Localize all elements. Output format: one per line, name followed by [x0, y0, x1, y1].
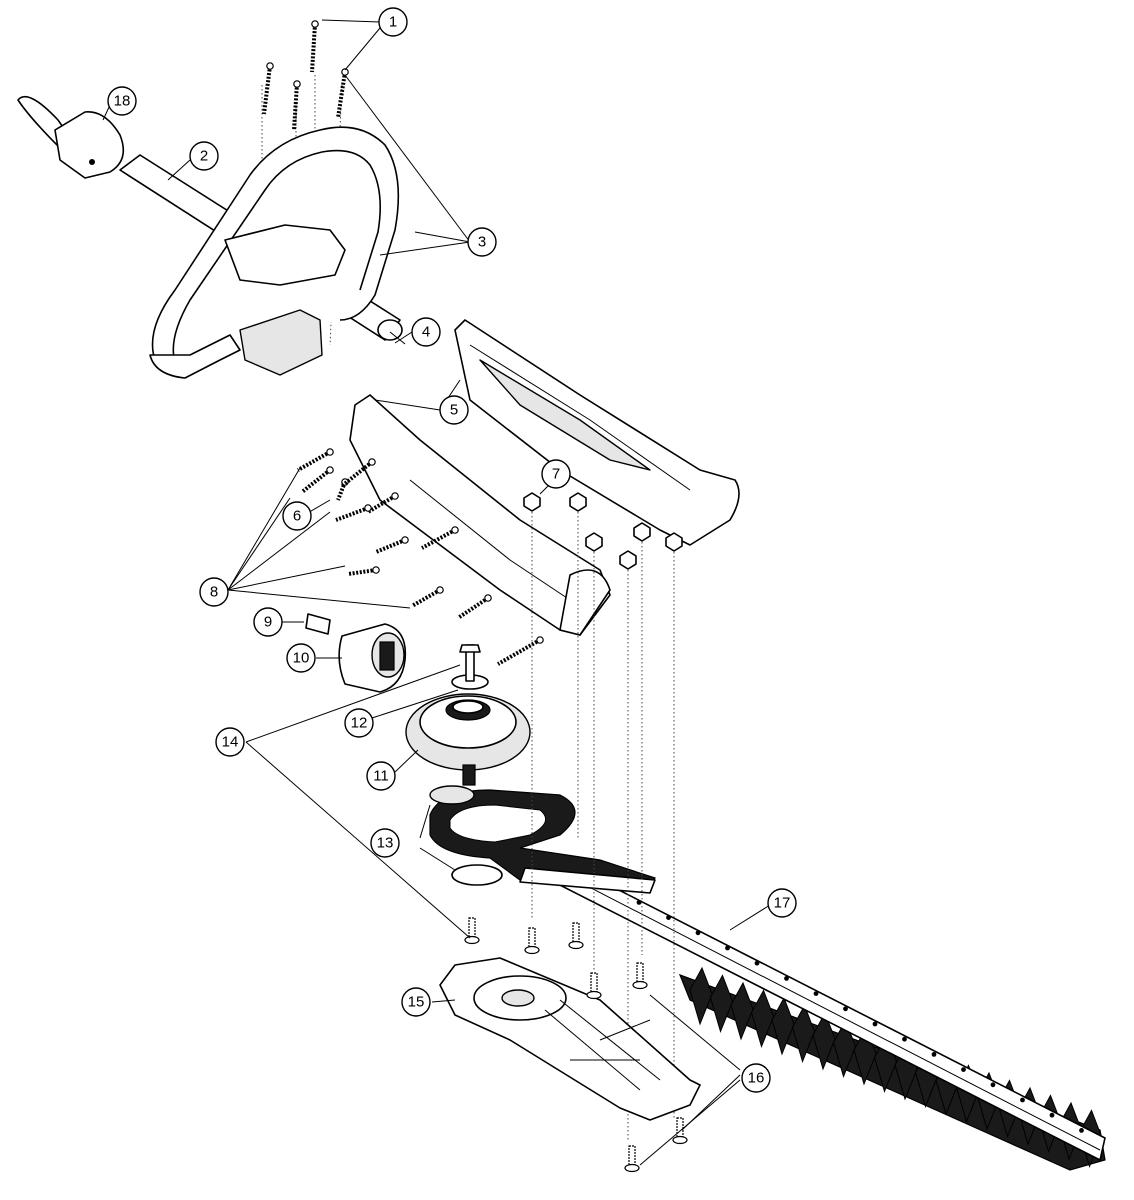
callout-18: 18	[107, 86, 137, 116]
blade-tooth	[730, 981, 754, 1041]
bolt	[624, 1145, 640, 1173]
blade-hole	[872, 1021, 878, 1027]
nuts	[523, 492, 683, 570]
svg-text:12: 12	[351, 715, 368, 732]
screw	[340, 458, 376, 488]
callout-12: 12	[344, 708, 374, 738]
blade-hole	[902, 1036, 907, 1042]
screw	[421, 526, 459, 550]
blade-hole	[1049, 1112, 1055, 1118]
screw	[297, 448, 334, 472]
svg-text:5: 5	[450, 402, 458, 419]
blade-hole	[990, 1082, 996, 1088]
blade-hole	[666, 915, 671, 920]
callout-8: 8	[199, 577, 229, 607]
callout-14: 14	[215, 727, 245, 757]
callouts: 1 2 3 4 5 6 7 8 9 10 11 12 13 14 15 16 1…	[107, 7, 797, 1093]
screw	[300, 466, 334, 494]
callout-9: 9	[253, 607, 283, 637]
blade-tooth	[750, 989, 775, 1049]
callout-11: 11	[366, 761, 396, 791]
callout-3: 3	[467, 227, 497, 257]
gearbox-housing	[349, 319, 740, 636]
housing-screws	[297, 448, 544, 666]
bolt	[464, 917, 480, 945]
callout-5: 5	[439, 395, 469, 425]
cover-bolts	[464, 917, 688, 1173]
svg-text:14: 14	[222, 734, 239, 751]
callout-13: 13	[370, 828, 400, 858]
svg-text:16: 16	[748, 1070, 765, 1087]
blade-hole	[695, 930, 701, 936]
blade-hole	[843, 1006, 848, 1012]
screw	[336, 68, 349, 119]
blade-hole	[784, 976, 789, 981]
callout-15: 15	[401, 987, 431, 1017]
callout-2: 2	[189, 141, 219, 171]
bottom-cover	[439, 957, 701, 1121]
screw	[335, 504, 372, 522]
gasket-plate	[429, 785, 656, 894]
blade-hole	[725, 945, 730, 951]
bolt	[524, 927, 540, 955]
svg-text:18: 18	[114, 93, 131, 110]
screw	[310, 20, 319, 73]
svg-text:6: 6	[293, 508, 301, 525]
bolt	[568, 922, 584, 950]
screw	[497, 636, 544, 666]
svg-text:7: 7	[552, 466, 560, 483]
screw	[366, 492, 399, 514]
screw	[375, 536, 409, 554]
svg-text:15: 15	[408, 994, 425, 1011]
svg-text:2: 2	[200, 148, 208, 165]
svg-text:1: 1	[389, 14, 397, 31]
hedge-blade	[549, 859, 1106, 1171]
svg-text:3: 3	[478, 234, 486, 251]
svg-text:13: 13	[377, 835, 394, 852]
svg-text:9: 9	[264, 614, 272, 631]
blade-hole	[1020, 1097, 1025, 1103]
screw	[347, 566, 380, 576]
screw	[456, 594, 492, 620]
pinion-assembly	[305, 613, 407, 693]
front-handle	[119, 126, 406, 379]
svg-text:4: 4	[422, 324, 430, 341]
bolt	[586, 972, 602, 1000]
callout-6: 6	[282, 501, 312, 531]
blade-hole	[1079, 1128, 1084, 1133]
callout-7: 7	[541, 459, 571, 489]
gear-assembly	[405, 644, 531, 786]
screw	[411, 586, 444, 608]
blade-tooth	[709, 974, 734, 1034]
callout-17: 17	[767, 888, 797, 918]
blade-tooth	[689, 966, 713, 1026]
svg-text:11: 11	[373, 768, 389, 785]
svg-text:10: 10	[293, 650, 310, 667]
svg-text:17: 17	[774, 895, 791, 912]
blade-hole	[931, 1052, 937, 1057]
blade-hole	[754, 960, 760, 966]
screw	[262, 62, 274, 115]
bolt	[632, 962, 648, 990]
blade-hole	[813, 991, 819, 996]
callout-10: 10	[286, 643, 316, 673]
blade-hole	[961, 1067, 966, 1072]
bolt	[672, 1117, 688, 1145]
screw	[292, 80, 301, 131]
callout-4: 4	[411, 317, 441, 347]
blade-hole	[636, 900, 642, 905]
handle-screws	[262, 20, 349, 131]
svg-text:8: 8	[210, 584, 218, 601]
callout-16: 16	[741, 1063, 771, 1093]
handle-grip	[17, 95, 125, 179]
callout-1: 1	[378, 7, 408, 37]
screw	[336, 478, 349, 501]
